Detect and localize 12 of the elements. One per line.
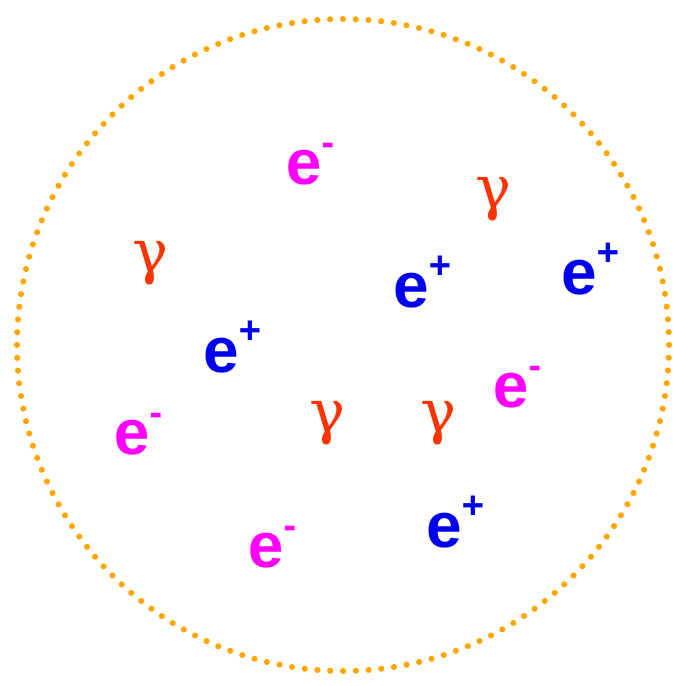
particle-symbol: γ xyxy=(132,222,168,282)
particle-symbol: e$^{-}$ xyxy=(114,400,162,464)
particle-symbol: e$^{+}$ xyxy=(203,318,261,382)
particle-symbol: e$^{-}$ xyxy=(492,353,542,417)
particle-symbol: e$^{+}$ xyxy=(393,253,451,317)
particle-symbol: γ xyxy=(309,382,345,442)
particle-symbol: γ xyxy=(420,382,456,442)
particle-symbol: e$^{+}$ xyxy=(561,240,619,304)
particle-symbol: γ xyxy=(475,158,511,218)
particle-symbol: e$^{-}$ xyxy=(248,513,296,577)
particle-symbol: e$^{-}$ xyxy=(286,130,334,194)
particle-symbol: e$^{+}$ xyxy=(426,493,484,557)
